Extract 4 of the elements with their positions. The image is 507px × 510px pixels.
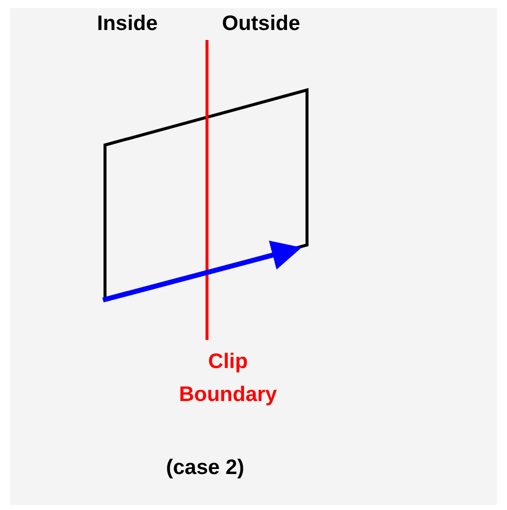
boundary-label: Clip Boundary bbox=[178, 349, 278, 408]
region-label: Outside bbox=[222, 12, 300, 36]
caption: (case 2) bbox=[166, 456, 244, 480]
region-label: Inside bbox=[97, 12, 158, 36]
